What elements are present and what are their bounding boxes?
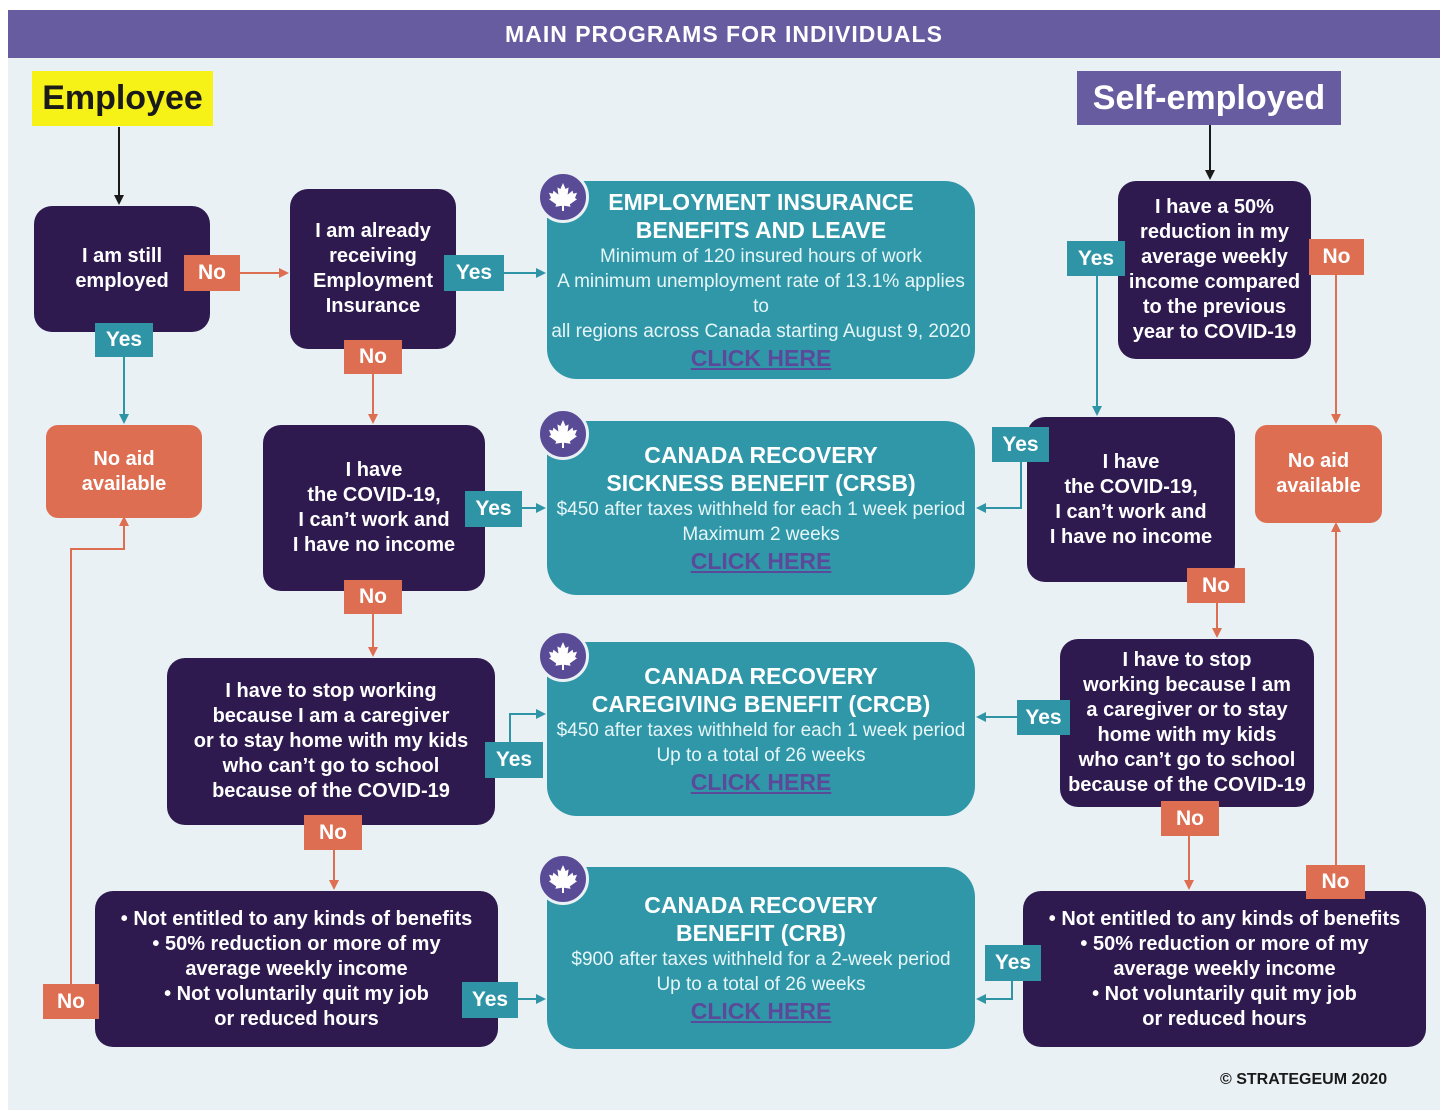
click-here-link[interactable]: CLICK HERE bbox=[690, 998, 832, 1024]
maple-leaf-icon bbox=[537, 408, 589, 460]
no-label: No bbox=[184, 255, 240, 291]
page-title: MAIN PROGRAMS FOR INDIVIDUALS bbox=[8, 10, 1440, 58]
yes-label: Yes bbox=[95, 323, 153, 357]
program-detail: $450 after taxes withheld for each 1 wee… bbox=[556, 499, 966, 520]
question-text: • Not entitled to any kinds of benefits … bbox=[1048, 907, 1401, 1030]
program-ei: EMPLOYMENT INSURANCE BENEFITS AND LEAVE … bbox=[547, 181, 975, 379]
question-text: I have to stop working because I am a ca… bbox=[1068, 649, 1306, 796]
program-detail: $450 after taxes withheld for each 1 wee… bbox=[556, 720, 966, 741]
question-employee-crb-criteria: • Not entitled to any kinds of benefits … bbox=[95, 891, 498, 1047]
question-income-reduction: I have a 50% reduction in my average wee… bbox=[1118, 181, 1311, 359]
yes-label: Yes bbox=[985, 945, 1041, 981]
copyright-text: © STRATEGEUM 2020 bbox=[1220, 1071, 1388, 1088]
program-detail: Minimum of 120 insured hours of work bbox=[599, 246, 923, 267]
click-here-link[interactable]: CLICK HERE bbox=[690, 548, 832, 574]
program-detail: $900 after taxes withheld for a 2-week p… bbox=[571, 949, 951, 970]
no-label: No bbox=[43, 984, 99, 1019]
no-label: No bbox=[304, 815, 362, 850]
question-text: I am already receiving Employment Insura… bbox=[312, 220, 434, 317]
no-label: No bbox=[1161, 801, 1219, 836]
program-title: CANADA RECOVERY CAREGIVING BENEFIT (CRCB… bbox=[591, 663, 931, 717]
question-text: I have the COVID-19, I can’t work and I … bbox=[292, 459, 456, 556]
question-text: • Not entitled to any kinds of benefits … bbox=[120, 907, 473, 1030]
maple-leaf-icon bbox=[537, 171, 589, 223]
employee-no-aid-box: No aid available bbox=[46, 425, 202, 518]
no-label: No bbox=[1309, 239, 1364, 275]
program-crb: CANADA RECOVERY BENEFIT (CRB) $900 after… bbox=[547, 867, 975, 1049]
program-detail: Maximum 2 weeks bbox=[682, 524, 840, 545]
question-text: I am still employed bbox=[75, 245, 169, 292]
question-self-covid: I have the COVID-19, I can’t work and I … bbox=[1027, 417, 1235, 582]
yes-label: Yes bbox=[1017, 700, 1070, 735]
program-crcb: CANADA RECOVERY CAREGIVING BENEFIT (CRCB… bbox=[547, 642, 975, 816]
program-title: CANADA RECOVERY BENEFIT (CRB) bbox=[644, 892, 878, 946]
employee-tag: Employee bbox=[32, 71, 213, 126]
question-self-crb-criteria: • Not entitled to any kinds of benefits … bbox=[1023, 891, 1426, 1047]
question-employee-covid: I have the COVID-19, I can’t work and I … bbox=[263, 425, 485, 591]
program-detail: A minimum unemployment rate of 13.1% app… bbox=[557, 271, 965, 317]
question-receiving-ei: I am already receiving Employment Insura… bbox=[290, 189, 456, 349]
question-self-caregiver: I have to stop working because I am a ca… bbox=[1060, 639, 1314, 807]
self-employed-tag: Self-employed bbox=[1077, 71, 1341, 125]
program-title: CANADA RECOVERY SICKNESS BENEFIT (CRSB) bbox=[606, 442, 916, 496]
yes-label: Yes bbox=[992, 427, 1049, 462]
no-label: No bbox=[1187, 568, 1245, 603]
self-no-aid-box: No aid available bbox=[1255, 425, 1382, 523]
program-detail: Up to a total of 26 weeks bbox=[656, 745, 866, 766]
question-employee-caregiver: I have to stop working because I am a ca… bbox=[167, 658, 495, 825]
program-detail: all regions across Canada starting Augus… bbox=[551, 321, 971, 342]
program-crsb: CANADA RECOVERY SICKNESS BENEFIT (CRSB) … bbox=[547, 421, 975, 595]
yes-label: Yes bbox=[1067, 241, 1125, 276]
yes-label: Yes bbox=[485, 742, 543, 778]
program-detail: Up to a total of 26 weeks bbox=[656, 974, 866, 995]
maple-leaf-icon bbox=[537, 853, 589, 905]
yes-label: Yes bbox=[444, 255, 504, 291]
click-here-link[interactable]: CLICK HERE bbox=[690, 345, 832, 371]
question-still-employed: I am still employed bbox=[34, 206, 210, 332]
no-label: No bbox=[1306, 865, 1365, 899]
question-text: I have a 50% reduction in my average wee… bbox=[1128, 196, 1301, 343]
yes-label: Yes bbox=[462, 982, 518, 1018]
no-label: No bbox=[344, 580, 402, 614]
yes-label: Yes bbox=[465, 491, 522, 527]
maple-leaf-icon bbox=[537, 630, 589, 682]
click-here-link[interactable]: CLICK HERE bbox=[690, 769, 832, 795]
question-text: I have the COVID-19, I can’t work and I … bbox=[1049, 450, 1213, 548]
question-text: I have to stop working because I am a ca… bbox=[193, 680, 469, 802]
program-title: EMPLOYMENT INSURANCE BENEFITS AND LEAVE bbox=[608, 189, 914, 243]
no-label: No bbox=[344, 340, 402, 374]
